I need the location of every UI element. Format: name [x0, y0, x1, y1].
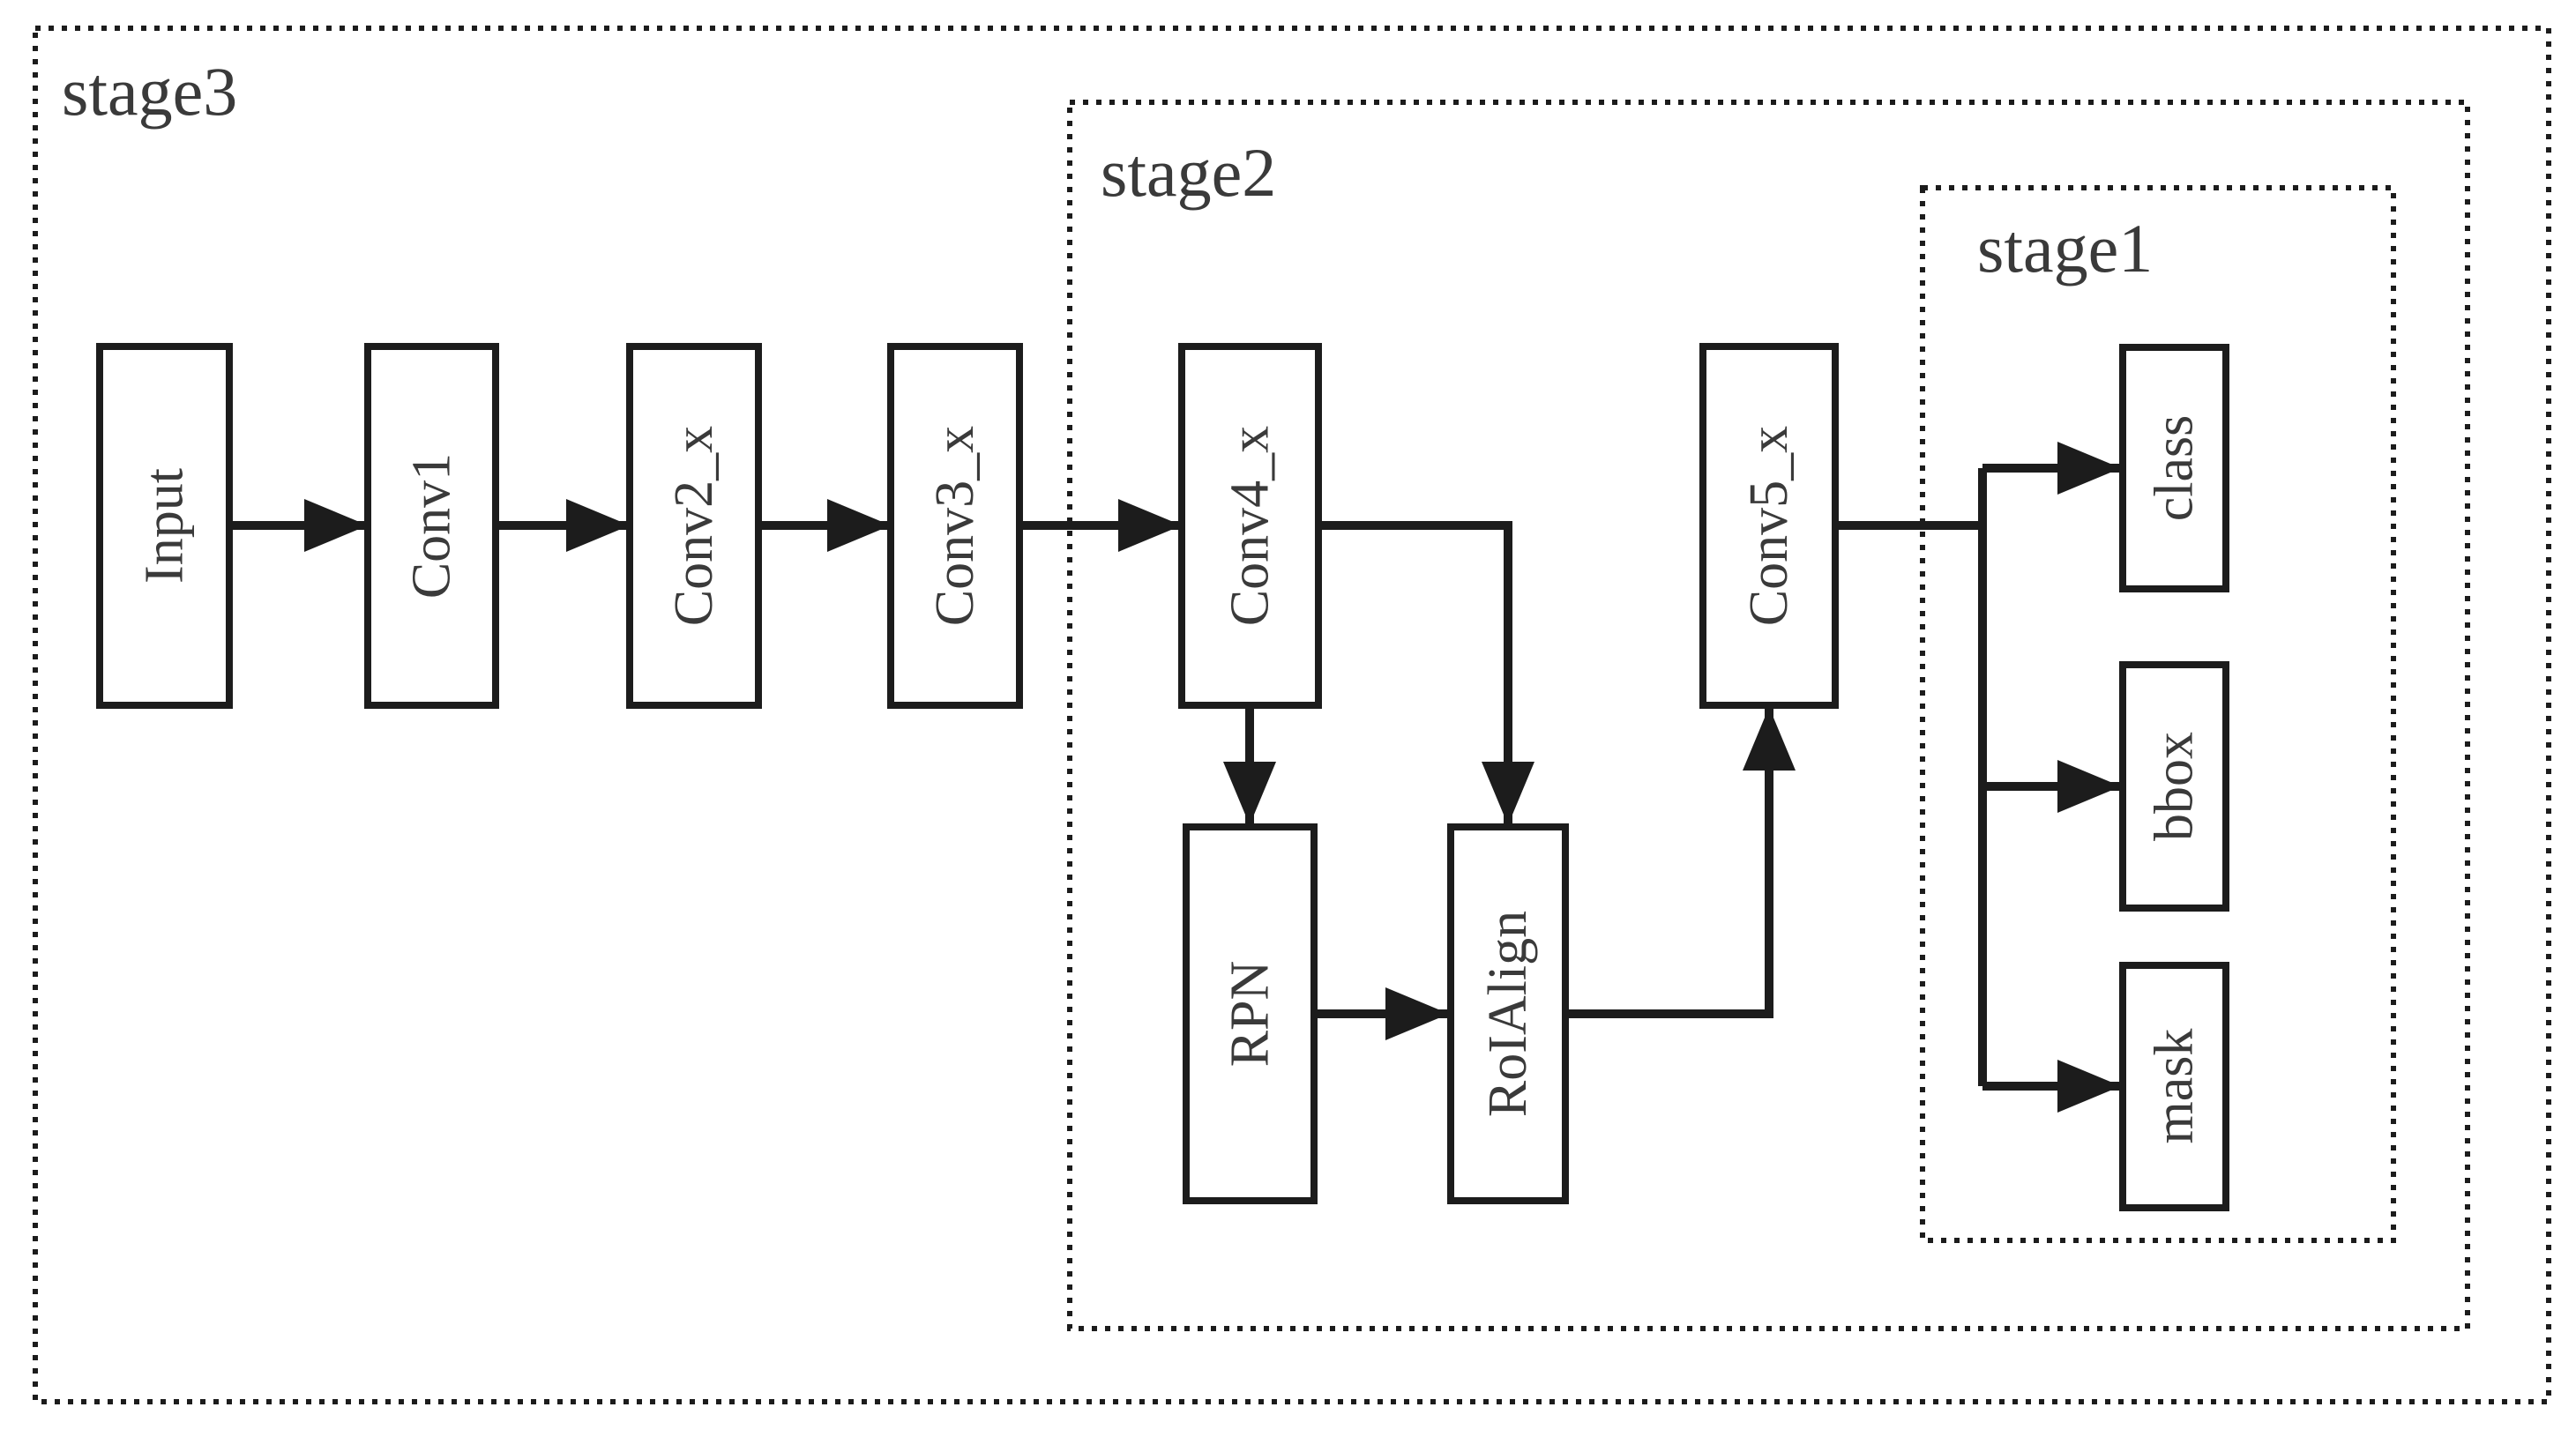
- stage2-frame: [1067, 100, 2470, 1331]
- stage3-label: stage3: [62, 53, 237, 130]
- node-conv2x-label: Conv2_x: [664, 426, 724, 626]
- node-input: Input: [96, 343, 233, 709]
- stage1-frame: [1920, 185, 2396, 1243]
- node-conv5x-box: [1699, 343, 1839, 709]
- node-conv2x: Conv2_x: [626, 343, 762, 709]
- node-input-box: [96, 343, 233, 709]
- node-roialign-box: [1447, 823, 1569, 1204]
- node-bbox-box: [2119, 661, 2229, 912]
- connector-roialign-conv5x: [1565, 707, 1796, 1018]
- node-class-label: class: [2145, 415, 2205, 522]
- node-class-box: [2119, 344, 2229, 592]
- node-input-label: Input: [135, 468, 195, 584]
- node-roialign-label: RoIAlign: [1478, 911, 1538, 1117]
- node-mask-label: mask: [2145, 1029, 2205, 1144]
- node-conv1-box: [364, 343, 499, 709]
- node-rpn: RPN: [1183, 823, 1318, 1204]
- stage3-frame: [33, 26, 2551, 1404]
- node-conv4x-box: [1178, 343, 1322, 709]
- stage1-label: stage1: [1977, 210, 2153, 287]
- node-roialign: RoIAlign: [1447, 823, 1569, 1204]
- node-conv2x-box: [626, 343, 762, 709]
- stage2-label: stage2: [1101, 134, 1276, 211]
- node-conv1-label: Conv1: [402, 453, 462, 599]
- connector-conv4x-roialign: [1318, 521, 1534, 825]
- node-mask-box: [2119, 962, 2229, 1211]
- node-conv5x-label: Conv5_x: [1739, 426, 1799, 626]
- node-rpn-box: [1183, 823, 1318, 1204]
- node-class: class: [2119, 344, 2229, 592]
- node-bbox-label: bbox: [2145, 732, 2205, 841]
- node-conv1: Conv1: [364, 343, 499, 709]
- node-rpn-label: RPN: [1221, 961, 1281, 1068]
- node-conv4x: Conv4_x: [1178, 343, 1322, 709]
- node-conv5x: Conv5_x: [1699, 343, 1839, 709]
- node-mask: mask: [2119, 962, 2229, 1211]
- node-bbox: bbox: [2119, 661, 2229, 912]
- node-conv3x: Conv3_x: [887, 343, 1023, 709]
- node-conv3x-label: Conv3_x: [925, 426, 985, 626]
- node-conv4x-label: Conv4_x: [1221, 426, 1281, 626]
- node-conv3x-box: [887, 343, 1023, 709]
